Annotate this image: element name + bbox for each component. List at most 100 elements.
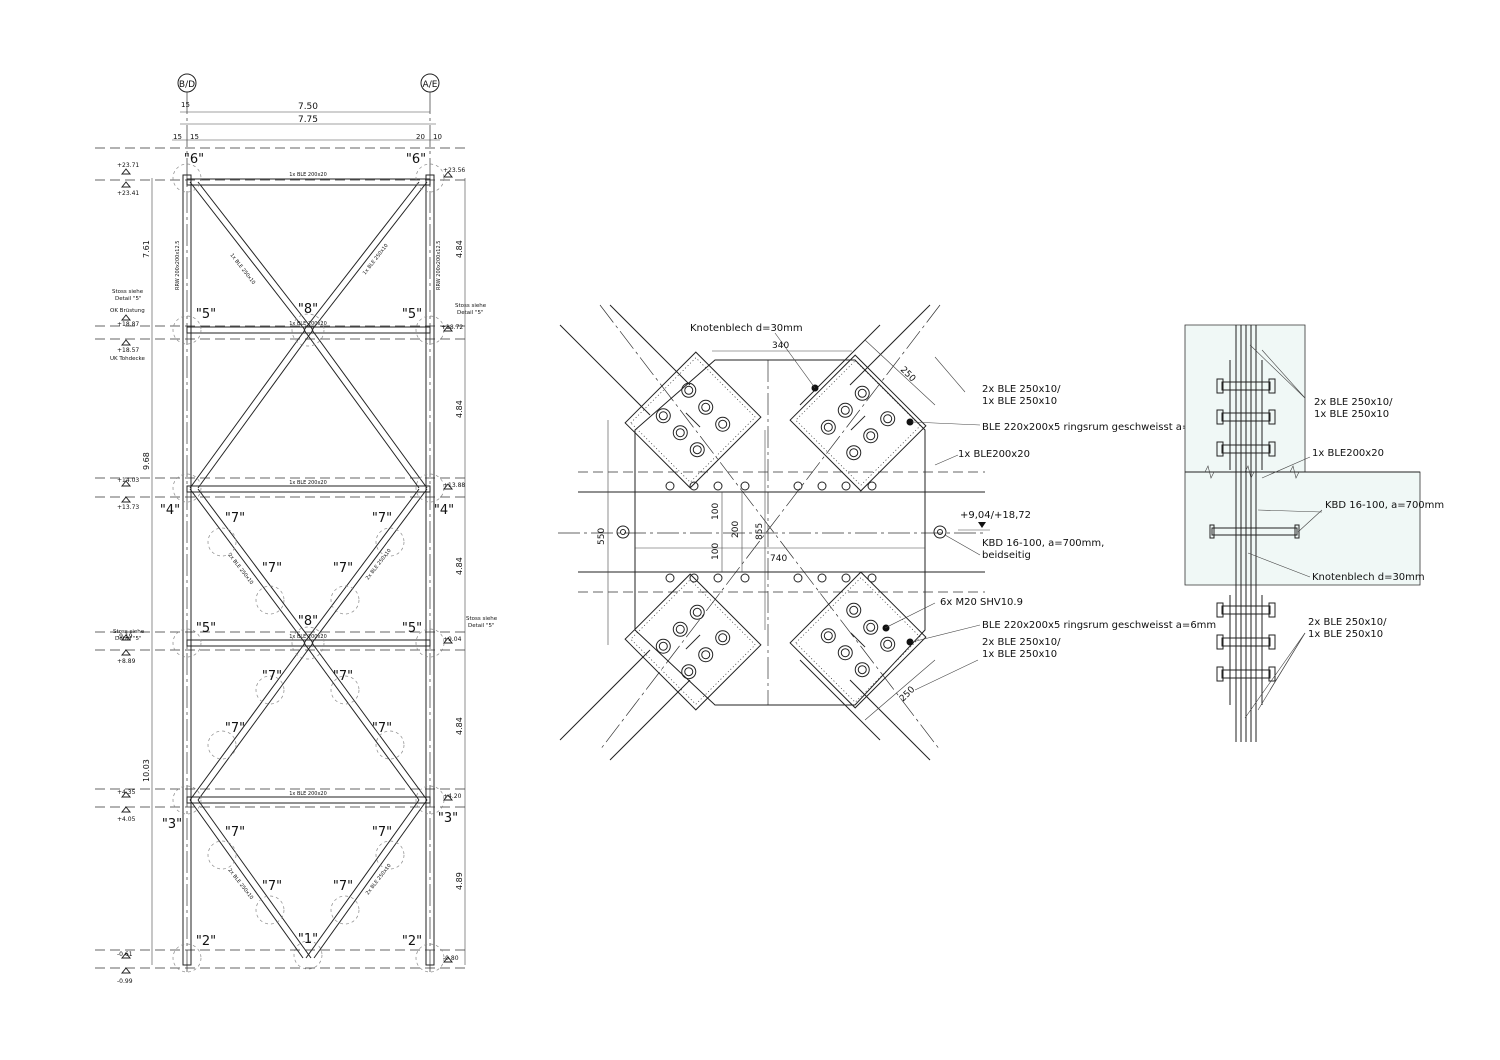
column-left — [182, 174, 192, 966]
level-right-2: +18.72 — [441, 324, 463, 331]
bolt-plate-tl — [624, 351, 762, 489]
note-stoss-left-4: Detail "5" — [115, 636, 142, 642]
dim-250-bottom: 250 — [898, 685, 917, 704]
section-label-1x-ble-bottom: 1x BLE 250x10 — [1308, 629, 1383, 640]
note-stoss-right-3: Stoss siehe — [466, 616, 498, 622]
node-label-7-c: "7" — [262, 561, 282, 576]
dim-200: 200 — [731, 521, 741, 538]
node-label-1: "1" — [298, 932, 318, 947]
dim-right-2: 4.84 — [455, 400, 464, 418]
section-label-ble200: 1x BLE200x20 — [1312, 448, 1384, 459]
label-2x-ble-top: 2x BLE 250x10/ — [982, 384, 1061, 395]
dim-left-2: 9.68 — [142, 452, 151, 470]
label-kbd: KBD 16-100, a=700mm, — [982, 538, 1104, 549]
node-label-5-right: "5" — [402, 307, 422, 322]
label-1x-ble-top: 1x BLE 250x10 — [982, 396, 1057, 407]
node-label-3-right: "3" — [438, 811, 458, 826]
label-1x-ble-bottom: 1x BLE 250x10 — [982, 649, 1057, 660]
axis-bubble-bd — [177, 73, 197, 93]
dim-top-15: 15 — [181, 101, 190, 109]
level-left-2: +23.41 — [117, 190, 139, 197]
dim-top-20: 20 — [416, 133, 425, 141]
section-label-kbd: KBD 16-100, a=700mm — [1325, 500, 1444, 511]
node-label-7-b: "7" — [372, 511, 392, 526]
node-label-7-l: "7" — [333, 879, 353, 894]
note-stoss-right-1: Stoss siehe — [455, 303, 487, 309]
label-beidseitig: beidseitig — [982, 550, 1031, 561]
axis-label-bd: B/D — [179, 80, 195, 90]
label-ble200: 1x BLE200x20 — [958, 449, 1030, 460]
level-right-6: -0.80 — [443, 955, 459, 962]
node-label-5-right-b: "5" — [402, 621, 422, 636]
dim-left-1: 7.61 — [142, 240, 151, 258]
node-label-2-left: "2" — [196, 934, 216, 949]
node-label-7-k: "7" — [262, 879, 282, 894]
beam-label-5: 1x BLE 200x20 — [289, 791, 327, 797]
dim-top-10: 10 — [433, 133, 442, 141]
level-left-3: +18.87 — [117, 321, 139, 328]
level-left-12: -0.99 — [117, 978, 133, 985]
node-label-4-left: "4" — [160, 503, 180, 518]
dim-right-1: 4.84 — [455, 240, 464, 258]
section-label-2x-ble-top: 2x BLE 250x10/ — [1314, 397, 1393, 408]
label-ble-ring-top: BLE 220x200x5 ringsrum geschweisst a=6mm — [982, 422, 1216, 433]
note-stoss-right-4: Detail "5" — [468, 623, 495, 629]
node-label-7-j: "7" — [372, 825, 392, 840]
bracing-elevation: B/D A/E 15 7.50 7.75 15 15 20 10 — [95, 73, 498, 985]
node-label-8-top: "8" — [298, 302, 318, 317]
level-left-4: +18.57 — [117, 347, 139, 354]
column-right-label: RRW 200x200x12.5 — [436, 241, 442, 290]
note-stoss-left-1: Stoss siehe — [112, 289, 144, 295]
note-stoss-left-2: Detail "5" — [115, 296, 142, 302]
level-left-5: +14.03 — [117, 477, 139, 484]
section-label-1x-ble-top: 1x BLE 250x10 — [1314, 409, 1389, 420]
concrete-slab — [1184, 324, 1421, 586]
diag-label-1: 1x BLE 250x10 — [228, 253, 256, 286]
dim-740: 740 — [770, 554, 787, 564]
note-stoss-left-3: Stoss siehe — [113, 629, 145, 635]
dim-250-top: 250 — [898, 365, 917, 384]
label-ble-ring-bottom: BLE 220x200x5 ringsrum geschweisst a=6mm — [982, 620, 1216, 631]
bolt-plate-br — [789, 571, 927, 709]
bolt-plate-bl — [624, 573, 762, 711]
level-right-4: +9.04 — [443, 636, 462, 643]
level-right-1: +23.56 — [443, 167, 465, 174]
node-label-6-left: "6" — [184, 152, 204, 167]
dim-550: 550 — [597, 528, 607, 545]
dim-left-3: 10.03 — [142, 759, 151, 782]
label-bolts: 6x M20 SHV10.9 — [940, 597, 1023, 608]
node-label-7-f: "7" — [333, 669, 353, 684]
axis-bubble-ae — [420, 73, 440, 93]
node-label-7-h: "7" — [372, 721, 392, 736]
bolt-plate-tr — [789, 354, 927, 492]
note-ok-bruestung: OK Brüstung — [110, 308, 145, 314]
level-left-7: -9.19 — [117, 633, 133, 640]
note-stoss-right-2: Detail "5" — [457, 310, 484, 316]
level-left-1: +23.71 — [117, 162, 139, 169]
level-left-11: -0.61 — [117, 951, 133, 958]
dim-top-775: 7.75 — [298, 115, 318, 125]
node-label-6-right: "6" — [406, 152, 426, 167]
section-label-2x-ble-bottom: 2x BLE 250x10/ — [1308, 617, 1387, 628]
label-knotenblech: Knotenblech d=30mm — [690, 323, 803, 334]
dim-right-4: 4.84 — [455, 717, 464, 735]
node-detail: Knotenblech d=30mm 340 250 250 550 100 2… — [558, 304, 1216, 761]
note-uk-tohdecke: UK Tohdecke — [110, 356, 146, 362]
node-label-7-i: "7" — [225, 825, 245, 840]
node-label-7-d: "7" — [333, 561, 353, 576]
dim-top-750: 7.50 — [298, 102, 318, 112]
node-label-7-a: "7" — [225, 511, 245, 526]
node-label-8-bottom: "8" — [298, 614, 318, 629]
axis-label-ae: A/E — [423, 80, 438, 90]
node-label-2-right: "2" — [402, 934, 422, 949]
beam-label-3: 1x BLE 200x20 — [289, 480, 327, 486]
dim-855: 855 — [755, 523, 765, 540]
level-right-5: +4.20 — [443, 793, 462, 800]
level-left-9: +4.35 — [117, 789, 136, 796]
column-left-label: RRW 200x200x12.5 — [175, 241, 181, 290]
dim-100-top: 100 — [711, 503, 721, 520]
node-label-5-left: "5" — [196, 307, 216, 322]
dim-right-5: 4.89 — [455, 872, 464, 890]
node-label-7-e: "7" — [262, 669, 282, 684]
